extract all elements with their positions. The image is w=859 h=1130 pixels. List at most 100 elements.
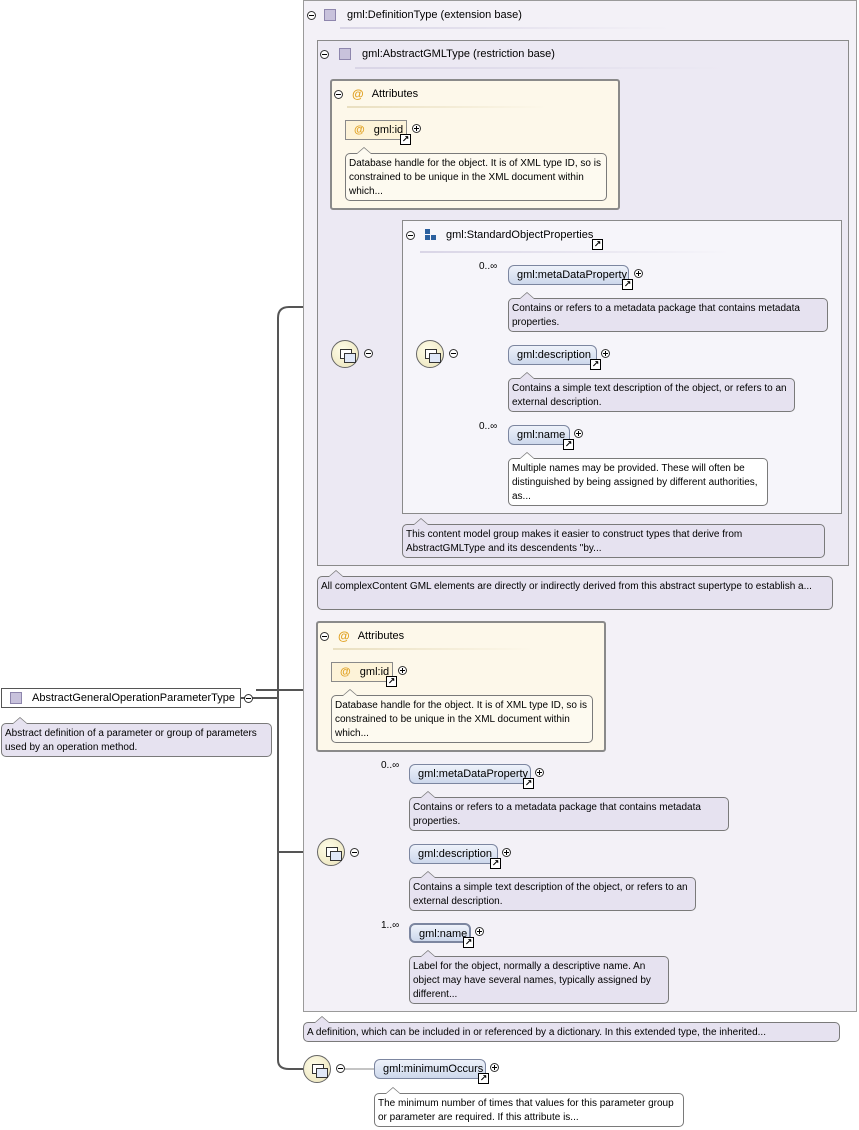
root-type-name: AbstractGeneralOperationParameterType	[32, 692, 235, 704]
definition-type-header[interactable]: gml:DefinitionType (extension base)	[307, 7, 522, 23]
header-divider	[355, 67, 725, 69]
expand-icon[interactable]	[601, 349, 610, 358]
expand-icon[interactable]	[574, 429, 583, 438]
header-divider	[333, 648, 533, 650]
element-doc-note: Contains a simple text description of th…	[409, 871, 696, 911]
element-name: gml:description	[418, 848, 492, 860]
occurs-label: 1..∞	[381, 920, 400, 931]
collapse-icon[interactable]	[350, 848, 359, 857]
reference-arrow-icon[interactable]: ↗	[463, 937, 474, 948]
at-icon: @	[354, 124, 365, 136]
type-icon	[10, 692, 22, 704]
element-doc-note: The minimum number of times that values …	[374, 1087, 684, 1127]
header-divider	[347, 106, 547, 108]
reference-arrow-icon[interactable]: ↗	[590, 359, 601, 370]
header-divider	[340, 27, 670, 29]
root-doc-text: Abstract definition of a parameter or gr…	[5, 728, 257, 753]
element-doc-note: Contains or refers to a metadata package…	[409, 791, 729, 831]
element-name: gml:metaDataProperty	[418, 768, 529, 780]
element-metadataproperty[interactable]: gml:metaDataProperty	[508, 265, 629, 285]
expand-icon[interactable]	[535, 768, 544, 777]
reference-arrow-icon[interactable]: ↗	[478, 1073, 489, 1084]
group-icon	[425, 229, 437, 241]
attributes-outer-header[interactable]: @ Attributes	[320, 628, 404, 644]
attribute-doc-note: Database handle for the object. It is of…	[331, 689, 593, 743]
element-name: gml:description	[517, 349, 591, 361]
element-doc-text: Multiple names may be provided. These wi…	[512, 463, 758, 502]
collapse-icon[interactable]	[320, 49, 329, 59]
element-doc-note: Contains or refers to a metadata package…	[508, 292, 828, 332]
group-doc-note: This content model group makes it easier…	[402, 518, 825, 558]
collapse-icon[interactable]	[336, 1064, 345, 1073]
element-doc-note: Label for the object, normally a descrip…	[409, 950, 669, 1004]
root-doc-note: Abstract definition of a parameter or gr…	[1, 717, 272, 757]
element-name-label: gml:name	[419, 928, 468, 940]
abstract-gml-type-title: gml:AbstractGMLType (restriction base)	[362, 48, 555, 60]
element-name: gml:metaDataProperty	[517, 269, 628, 281]
element-doc-text: Contains a simple text description of th…	[413, 882, 688, 907]
root-collapse-icon[interactable]	[244, 694, 253, 703]
expand-icon[interactable]	[475, 927, 484, 936]
standard-object-properties-header[interactable]: gml:StandardObjectProperties	[406, 227, 593, 243]
element-metadataproperty[interactable]: gml:metaDataProperty	[409, 764, 531, 784]
collapse-icon[interactable]	[307, 10, 316, 20]
reference-arrow-icon[interactable]: ↗	[622, 279, 633, 290]
abstract-gml-type-header[interactable]: gml:AbstractGMLType (restriction base)	[320, 46, 555, 62]
reference-arrow-icon[interactable]: ↗	[400, 134, 411, 145]
collapse-icon[interactable]	[406, 230, 415, 240]
element-doc-text: Contains or refers to a metadata package…	[413, 802, 701, 827]
element-doc-note: Multiple names may be provided. These wi…	[508, 452, 768, 506]
expand-icon[interactable]	[634, 269, 643, 278]
expand-icon[interactable]	[502, 848, 511, 857]
element-doc-text: Label for the object, normally a descrip…	[413, 961, 651, 1000]
attribute-gml-id[interactable]: @ gml:id	[331, 662, 393, 682]
sequence-icon[interactable]	[317, 838, 345, 866]
expand-icon[interactable]	[412, 124, 421, 133]
type-icon	[324, 9, 336, 21]
attribute-doc-text: Database handle for the object. It is of…	[349, 158, 601, 197]
attribute-name: gml:id	[359, 666, 390, 678]
attribute-gml-id[interactable]: @ gml:id	[345, 120, 407, 140]
element-doc-note: Contains a simple text description of th…	[508, 372, 795, 412]
attributes-inner-header[interactable]: @ Attributes	[334, 86, 418, 102]
occurs-label: 0..∞	[381, 760, 400, 771]
definition-type-doc-text: A definition, which can be included in o…	[307, 1027, 766, 1038]
at-icon: @	[352, 87, 364, 101]
element-doc-text: Contains a simple text description of th…	[512, 383, 787, 408]
element-name[interactable]: gml:name	[409, 923, 471, 943]
reference-arrow-icon[interactable]: ↗	[490, 858, 501, 869]
group-title: gml:StandardObjectProperties	[446, 229, 594, 241]
group-doc-text: This content model group makes it easier…	[406, 529, 743, 554]
element-doc-text: Contains or refers to a metadata package…	[512, 303, 800, 328]
reference-arrow-icon[interactable]: ↗	[386, 676, 397, 687]
element-description[interactable]: gml:description	[508, 345, 597, 365]
element-minimumoccurs[interactable]: gml:minimumOccurs	[374, 1059, 486, 1079]
abstract-gml-type-doc-note: All complexContent GML elements are dire…	[317, 570, 833, 610]
element-name: gml:minimumOccurs	[383, 1063, 484, 1075]
collapse-icon[interactable]	[364, 349, 373, 358]
root-type-box[interactable]: AbstractGeneralOperationParameterType	[1, 688, 241, 708]
collapse-icon[interactable]	[334, 89, 343, 99]
reference-arrow-icon[interactable]: ↗	[592, 239, 603, 250]
element-name[interactable]: gml:name	[508, 425, 570, 445]
sequence-icon[interactable]	[331, 340, 359, 368]
collapse-icon[interactable]	[320, 631, 329, 641]
at-icon: @	[338, 629, 350, 643]
element-name-label: gml:name	[517, 429, 566, 441]
reference-arrow-icon[interactable]: ↗	[523, 778, 534, 789]
sequence-icon[interactable]	[303, 1055, 331, 1083]
element-description[interactable]: gml:description	[409, 844, 498, 864]
expand-icon[interactable]	[490, 1063, 499, 1072]
header-divider	[420, 251, 730, 253]
reference-arrow-icon[interactable]: ↗	[563, 439, 574, 450]
definition-type-title: gml:DefinitionType (extension base)	[347, 9, 522, 21]
at-icon: @	[340, 666, 351, 678]
collapse-icon[interactable]	[449, 349, 458, 358]
definition-type-doc-note: A definition, which can be included in o…	[303, 1016, 840, 1042]
attribute-doc-note: Database handle for the object. It is of…	[345, 147, 607, 201]
sequence-icon[interactable]	[416, 340, 444, 368]
expand-icon[interactable]	[398, 666, 407, 675]
occurs-label: 0..∞	[479, 421, 498, 432]
attribute-name: gml:id	[373, 124, 404, 136]
element-doc-text: The minimum number of times that values …	[378, 1098, 674, 1123]
